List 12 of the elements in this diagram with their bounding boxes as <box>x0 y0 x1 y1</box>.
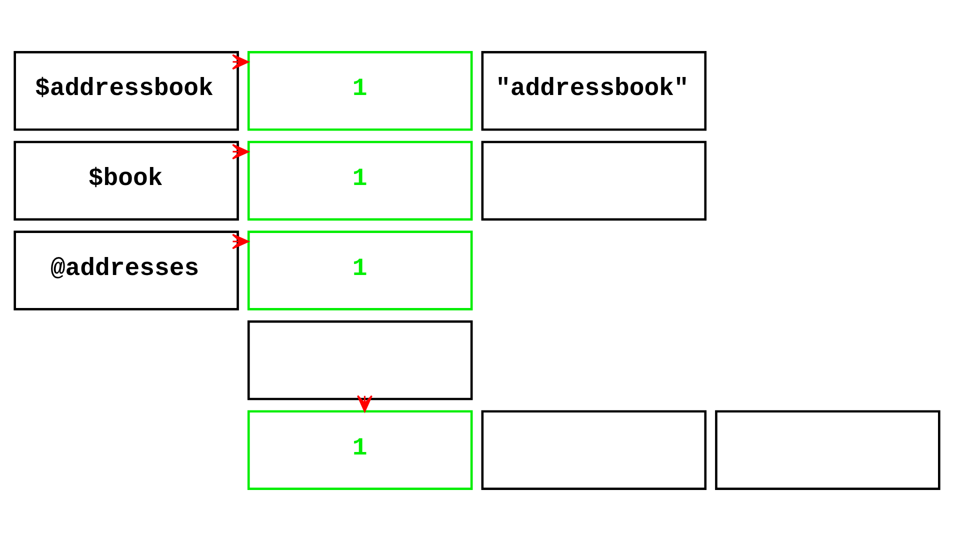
node-box <box>715 410 940 490</box>
node-box <box>481 410 707 490</box>
arrow <box>232 233 249 249</box>
arrow <box>356 394 372 412</box>
arrow <box>232 54 249 70</box>
node-box <box>481 140 707 220</box>
node-box: "addressbook" <box>481 50 707 130</box>
node-box: 1 <box>247 50 473 130</box>
node-box: 1 <box>247 140 473 220</box>
node-box: 1 <box>247 230 473 310</box>
node-box: 1 <box>247 410 473 490</box>
arrow <box>232 143 249 159</box>
